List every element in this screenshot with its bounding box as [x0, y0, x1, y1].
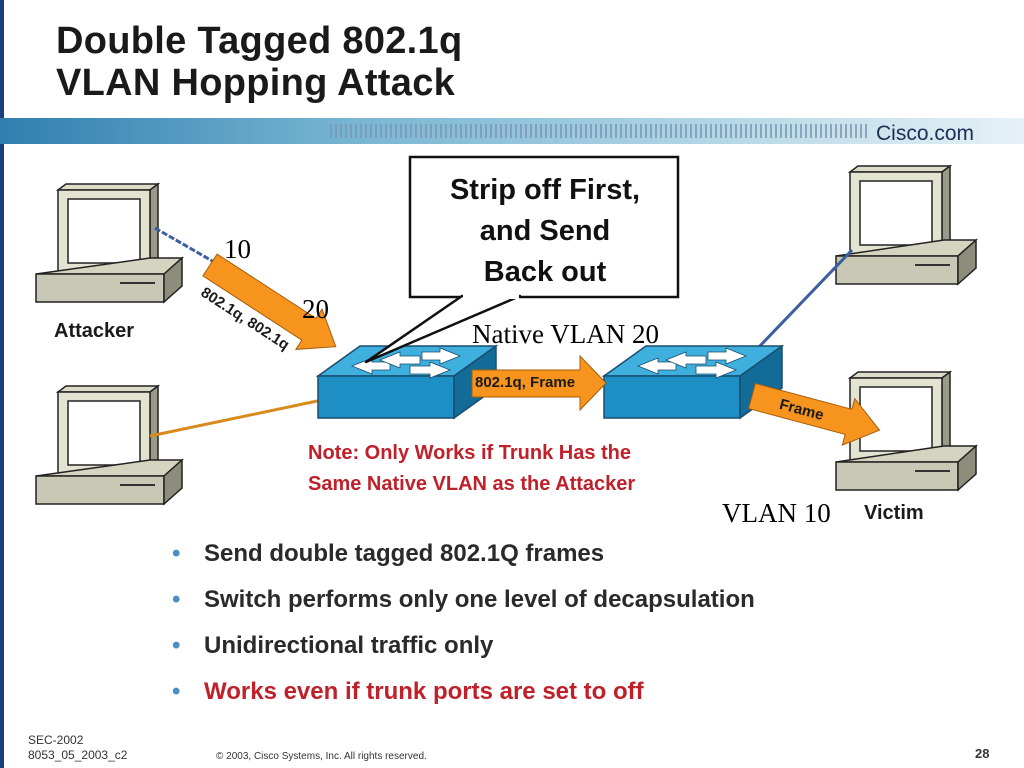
footer-code: 8053_05_2003_c2 [28, 748, 128, 762]
switch-1-icon [315, 344, 499, 420]
native-vlan-label: Native VLAN 20 [472, 319, 659, 349]
footer-copyright: © 2003, Cisco Systems, Inc. All rights r… [216, 751, 427, 762]
note-text: Note: Only Works if Trunk Has the Same N… [308, 438, 748, 500]
bullet-text: Works even if trunk ports are set to off [204, 678, 644, 705]
note-line-1: Note: Only Works if Trunk Has the [308, 442, 632, 464]
bullet-text: Send double tagged 802.1Q frames [204, 540, 605, 567]
bullet-list: • Send double tagged 802.1Q frames • Switc… [168, 535, 755, 719]
footer-course-info: SEC-2002 8053_05_2003_c2 [28, 733, 127, 763]
note-line-2: Same Native VLAN as the Attacker [308, 473, 636, 495]
vlan-tag-20: 20 [302, 294, 329, 324]
host-link [149, 398, 323, 438]
callout-text: Strip off First, and Send Back out [414, 170, 676, 293]
title-line-2: VLAN Hopping Attack [56, 62, 456, 104]
trunk-arrow-label: 802.1q, Frame [475, 374, 576, 391]
double-tag-arrow [202, 253, 337, 350]
attacker-computer-icon [35, 182, 184, 304]
footer-course: SEC-2002 [28, 733, 84, 747]
victim-computer-icon [835, 370, 978, 492]
switch-2-icon [601, 344, 785, 420]
bullet-text: Switch performs only one level of decaps… [204, 586, 755, 613]
host-computer-icon [35, 384, 184, 506]
bullet-text: Unidirectional traffic only [204, 632, 494, 659]
frame-arrow [748, 382, 881, 446]
bullet-item: • Works even if trunk ports are set to of… [168, 673, 755, 719]
callout-line-2: and Send [479, 215, 611, 247]
bullet-item: • Switch performs only one level of decap… [168, 581, 755, 627]
brand-logo: Cisco.com [876, 122, 975, 145]
header-bar [0, 118, 1024, 144]
callout-line-3: Back out [483, 256, 607, 288]
slide-title: Double Tagged 802.1q VLAN Hopping Attack [56, 20, 462, 104]
attacker-link [154, 226, 215, 264]
bullet-dot-icon: • [172, 632, 181, 659]
title-line-1: Double Tagged 802.1q [56, 20, 463, 62]
trunk-arrow [471, 354, 607, 412]
left-border [0, 0, 4, 768]
vlan10-label: VLAN 10 [722, 498, 831, 528]
bullet-dot-icon: • [172, 540, 181, 567]
remote-computer-icon [835, 164, 978, 286]
remote-link [756, 248, 854, 350]
victim-label: Victim [864, 502, 924, 524]
callout-line-1: Strip off First, [449, 174, 641, 206]
vlan-tag-10: 10 [224, 234, 251, 264]
attacker-label: Attacker [54, 320, 135, 342]
page-number: 28 [975, 746, 990, 761]
bullet-item: • Unidirectional traffic only [168, 627, 755, 673]
bullet-item: • Send double tagged 802.1Q frames [168, 535, 755, 581]
callout-box [364, 155, 680, 364]
bullet-dot-icon: • [172, 586, 181, 613]
bullet-dot-icon: • [172, 678, 181, 705]
